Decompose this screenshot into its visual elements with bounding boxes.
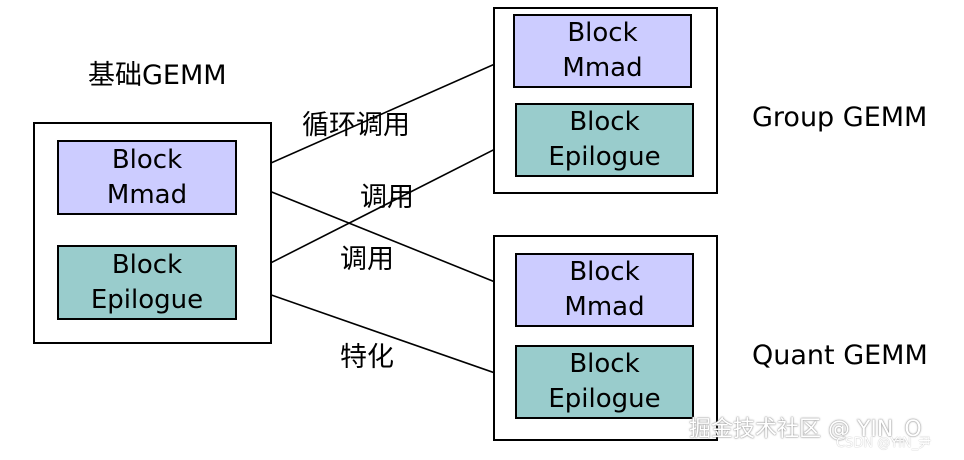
block-line-2: Mmad — [564, 292, 645, 322]
block-line-1: Block — [569, 349, 640, 379]
block-line-2: Epilogue — [548, 142, 661, 172]
block-line-2: Mmad — [106, 179, 188, 210]
group-gemm-title: Group GEMM — [752, 102, 928, 133]
arrow-base-epilogue-to-quant-epilogue — [236, 282, 516, 382]
watermark-main: 掘金技术社区 @ YIN_O — [689, 417, 922, 442]
block-line-1: Block — [111, 144, 183, 175]
edge-label-specialize: 特化 — [340, 342, 394, 373]
block-line-2: Epilogue — [548, 384, 661, 414]
arrow-base-mmad-to-group-mmad — [236, 55, 514, 179]
edge-label-call-2: 调用 — [340, 244, 394, 275]
block-line-2: Mmad — [562, 53, 643, 83]
block-line-2: Epilogue — [90, 284, 204, 315]
block-line-1: Block — [569, 257, 640, 287]
block-line-1: Block — [567, 18, 638, 48]
base-gemm-title: 基础GEMM — [88, 60, 227, 91]
quant-gemm-title: Quant GEMM — [752, 340, 928, 371]
arrow-base-epilogue-to-group-epilogue — [236, 139, 514, 281]
block-line-1: Block — [569, 107, 640, 137]
arrow-base-mmad-to-quant-mmad — [236, 177, 516, 291]
edge-label-loop-call: 循环调用 — [302, 110, 410, 141]
edge-label-call-1: 调用 — [360, 182, 414, 213]
watermark-sub: CSDN @YIN_尹 — [836, 436, 932, 451]
block-line-1: Block — [111, 249, 183, 280]
